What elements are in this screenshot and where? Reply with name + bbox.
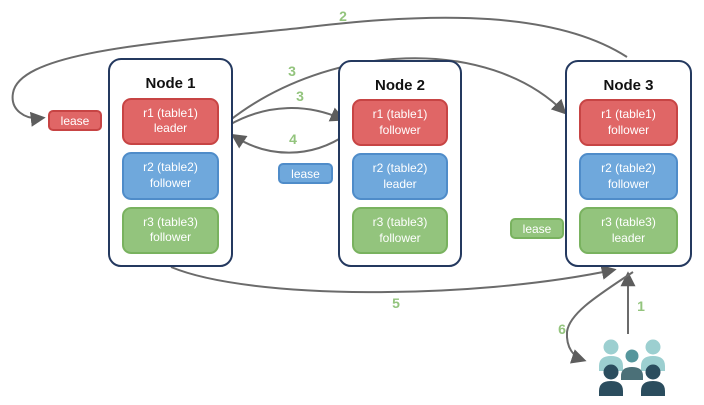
- replica-role: follower: [379, 122, 421, 137]
- node-1-replica-r3: r3 (table3) follower: [122, 206, 219, 254]
- node-2: Node 2 r1 (table1) follower r2 (table2) …: [338, 60, 462, 267]
- node-1-replica-r2: r2 (table2) follower: [122, 152, 219, 200]
- node-3-title: Node 3: [603, 76, 654, 94]
- step-label-5: 5: [392, 295, 400, 311]
- replica-name: r3 (table3): [601, 214, 656, 229]
- replica-role: follower: [149, 230, 192, 245]
- node-2-replica-r3: r3 (table3) follower: [352, 207, 448, 254]
- node-2-replica-r2: r2 (table2) leader: [352, 153, 448, 201]
- lease-badge-green: lease: [510, 218, 564, 239]
- replica-name: r1 (table1): [143, 105, 198, 120]
- replica-name: r1 (table1): [372, 107, 428, 122]
- node-3-replica-r3: r3 (table3) leader: [579, 207, 678, 254]
- step-label-3a: 3: [288, 63, 296, 79]
- arrow-step-5-node1-to-node3: [170, 264, 617, 294]
- replica-name: r3 (table3): [143, 214, 198, 229]
- lease-badge-red: lease: [48, 110, 102, 131]
- node-3-replica-r1: r1 (table1) follower: [579, 99, 678, 147]
- replica-role: leader: [611, 230, 646, 245]
- arrow-step-3-leader-to-node3-follower: [228, 57, 567, 122]
- replica-role: follower: [149, 175, 192, 190]
- replica-name: r2 (table2): [372, 161, 428, 176]
- arrow-step-6-node3-to-users: [565, 271, 634, 364]
- arrow-step-2-node3-to-lease: [11, 16, 628, 127]
- step-label-2: 2: [339, 8, 347, 24]
- replica-role: leader: [153, 121, 188, 136]
- node-2-title: Node 2: [374, 76, 425, 94]
- replica-name: r3 (table3): [372, 214, 428, 229]
- node-3: Node 3 r1 (table1) follower r2 (table2) …: [565, 60, 692, 267]
- step-label-4: 4: [289, 131, 297, 147]
- replica-role: follower: [607, 122, 650, 137]
- step-label-3b: 3: [296, 88, 304, 104]
- replica-name: r2 (table2): [601, 161, 656, 176]
- node-2-replica-r1: r1 (table1) follower: [352, 99, 448, 147]
- replica-name: r1 (table1): [601, 107, 656, 122]
- users-group-icon: [599, 339, 665, 396]
- node-1-replica-r1: r1 (table1) leader: [122, 97, 219, 146]
- step-label-6: 6: [558, 321, 566, 337]
- node-1: Node 1 r1 (table1) leader r2 (table2) fo…: [108, 58, 233, 267]
- step-label-1: 1: [637, 298, 645, 314]
- node-3-replica-r2: r2 (table2) follower: [579, 153, 678, 201]
- lease-badge-blue: lease: [278, 163, 333, 184]
- arrow-step-4-node2-follower-to-leader: [230, 133, 348, 154]
- replica-name: r2 (table2): [143, 160, 198, 175]
- arrow-step-3-leader-to-node2-follower: [228, 107, 346, 126]
- node-1-title: Node 1: [145, 74, 196, 92]
- replica-role: follower: [379, 230, 421, 245]
- replica-role: follower: [607, 176, 650, 191]
- replica-role: leader: [383, 176, 417, 191]
